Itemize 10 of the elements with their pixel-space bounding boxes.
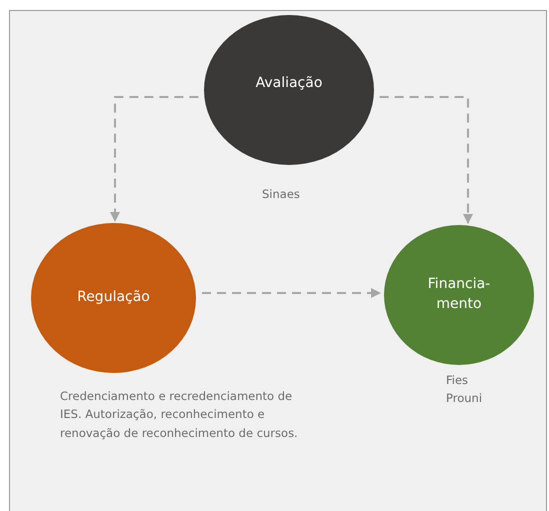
node-label: Regulação — [76, 288, 151, 307]
node-label: Financia- mento — [426, 274, 492, 314]
node-note: Prouni — [446, 390, 484, 408]
node-note: Fies — [446, 372, 470, 389]
node-label: Avaliação — [254, 74, 324, 93]
dashed-arrow — [110, 96, 198, 222]
node-note: Sinaes — [262, 186, 301, 203]
dashed-arrow — [202, 288, 381, 298]
node-note: Credenciamento e recredenciamento de IES. Autorização, reconhecimento e renovação de reconhecimento de cursos. — [60, 388, 299, 442]
dashed-arrow — [380, 96, 473, 224]
